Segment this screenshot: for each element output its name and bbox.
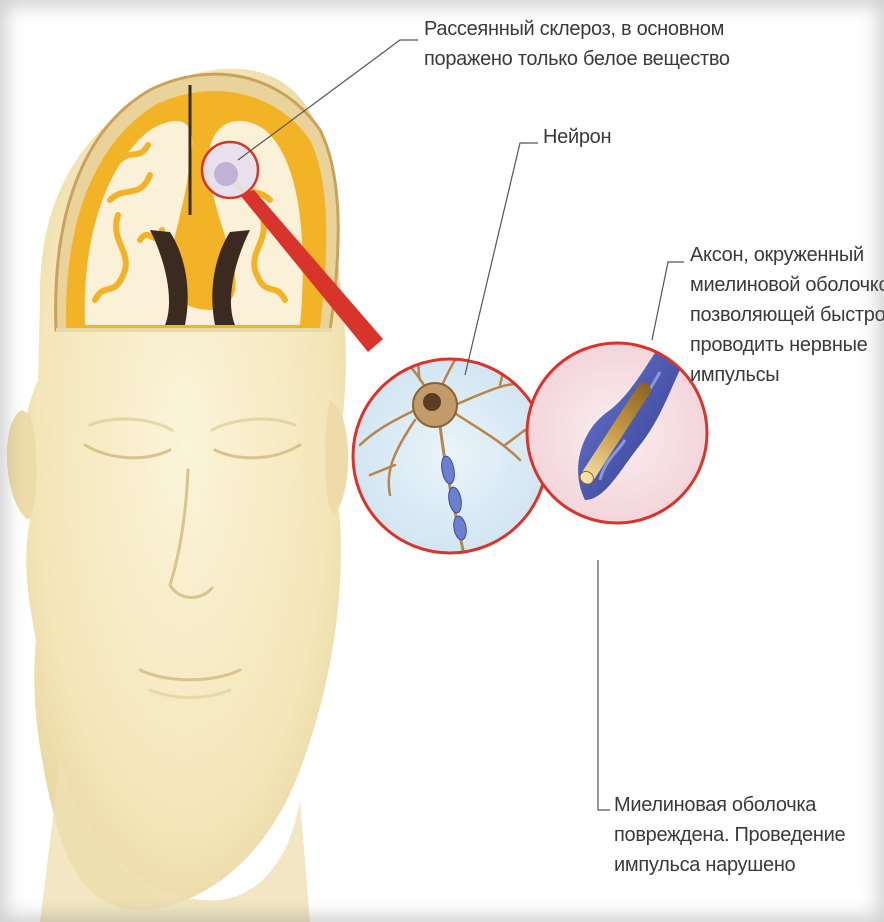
axon-label: Аксон, окруженный миелиновой оболочкой, … bbox=[690, 240, 884, 390]
lesion-highlight bbox=[202, 142, 258, 198]
axon-zoom-circle bbox=[527, 343, 707, 523]
neuron-zoom-circle bbox=[353, 320, 547, 612]
myelin-damaged-label: Миелиновая оболочка повреждена. Проведен… bbox=[614, 790, 845, 880]
brain-cross-section bbox=[56, 74, 339, 330]
multiple-sclerosis-label: Рассеянный склероз, в основном поражено … bbox=[424, 14, 730, 74]
neuron-label: Нейрон bbox=[543, 122, 611, 152]
